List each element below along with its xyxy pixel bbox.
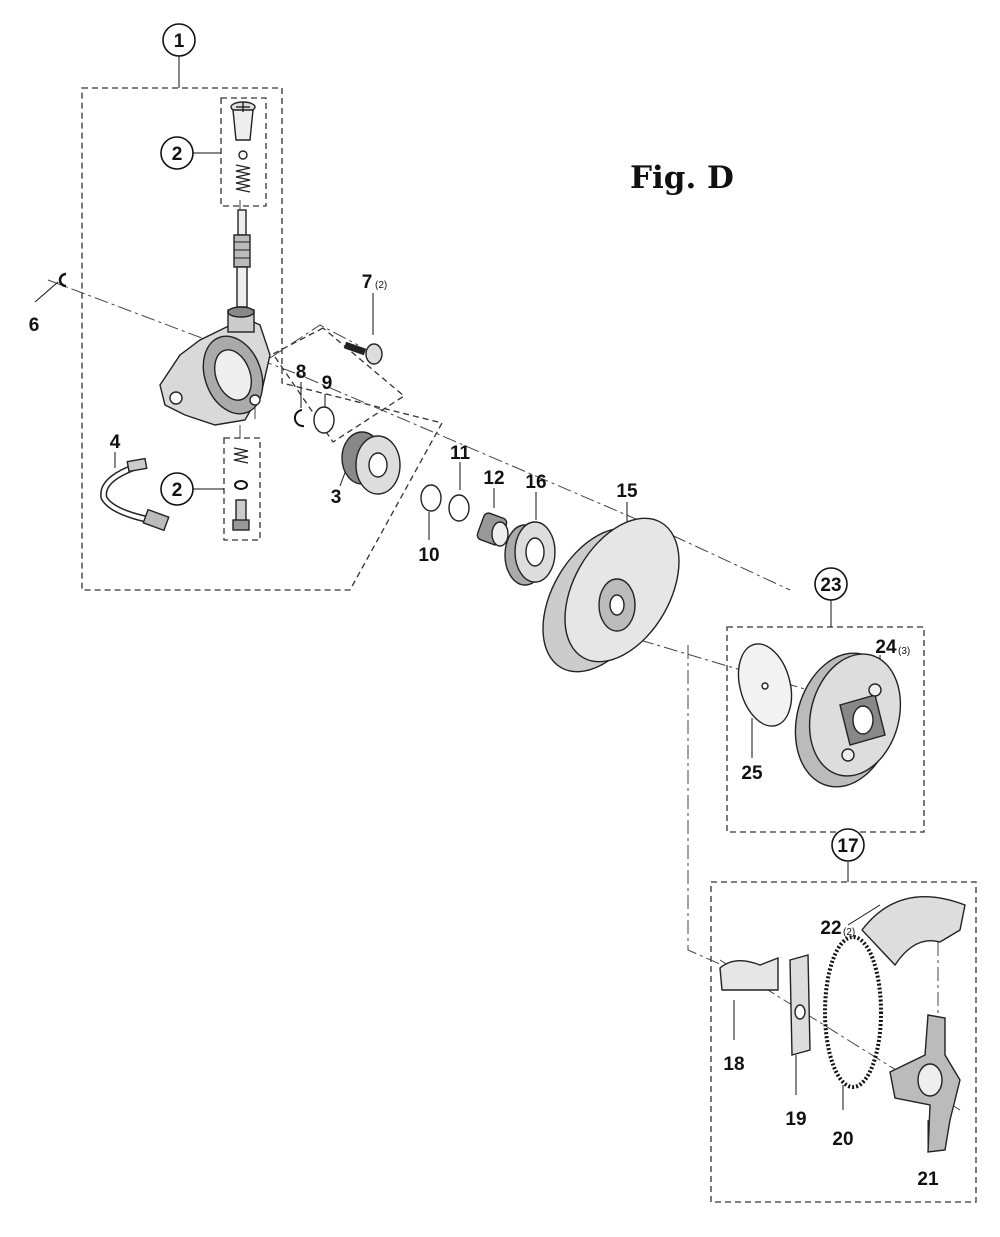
callout-9: 9 (322, 373, 333, 394)
pump-housing-part (159, 306, 271, 426)
callout-8: 8 (296, 362, 307, 383)
clutch-drum-15-part (542, 517, 680, 673)
callout-12: 12 (483, 468, 504, 489)
center-line-drop (687, 645, 723, 966)
screw-7-part (343, 341, 383, 365)
callout-7: 7 (362, 272, 373, 293)
callout-21: 21 (917, 1169, 939, 1190)
callout-24-qty: (3) (898, 646, 910, 657)
assembly-box-23 (726, 626, 925, 833)
callout-25: 25 (741, 763, 763, 784)
pump-gear-3-part (341, 431, 401, 495)
callout-23: 23 (820, 575, 841, 596)
callout-19: 19 (785, 1109, 806, 1130)
callout-16: 16 (525, 472, 546, 493)
assembly-box-17 (710, 881, 977, 1203)
assembly-box-1 (81, 87, 443, 591)
worm-shaft-part (233, 209, 251, 308)
plate-25-part (737, 643, 793, 727)
washer-10-part (420, 484, 442, 512)
callout-24: 24 (875, 637, 897, 658)
callout-6: 6 (29, 315, 40, 336)
callout-18: 18 (723, 1054, 744, 1075)
callout-3: 3 (331, 487, 342, 508)
callout-10: 10 (418, 545, 439, 566)
sprocket-16-part (504, 521, 556, 586)
center-line-screw (269, 324, 359, 359)
callout-15: 15 (616, 481, 638, 502)
callout-2-lower: 2 (172, 480, 183, 501)
cover-22-part (861, 895, 966, 967)
callout-22-qty: (2) (843, 927, 855, 938)
callout-22: 22 (820, 918, 841, 939)
callout-1: 1 (174, 31, 185, 52)
spring-20-part (823, 935, 883, 1089)
callout-4: 4 (110, 432, 121, 453)
assembly-box-pump (272, 327, 406, 443)
washer-11-part (448, 494, 470, 522)
figure-title: Fig. D (630, 160, 734, 196)
callout-20: 20 (832, 1129, 853, 1150)
washer-9-part (313, 406, 335, 434)
plate-19-part (789, 954, 811, 1056)
clutch-23-part (794, 652, 902, 788)
adjuster-screw-part (230, 101, 256, 193)
hose-4-part (100, 457, 170, 532)
callout-11: 11 (450, 443, 471, 464)
clip-18-part (719, 956, 779, 991)
callout-2-upper: 2 (172, 144, 183, 165)
callout-7-qty: (2) (375, 280, 387, 291)
clutch-shoe-21-part (889, 1014, 961, 1153)
assembly-box-2-upper (220, 97, 267, 207)
clip-6-part (58, 272, 67, 288)
callout-17: 17 (837, 836, 858, 857)
center-line-main (47, 279, 791, 591)
center-line-clutch (639, 639, 836, 699)
needle-bearing-12-part (476, 512, 509, 547)
circlip-8-part (293, 409, 305, 428)
valve-lower-part (232, 447, 250, 531)
